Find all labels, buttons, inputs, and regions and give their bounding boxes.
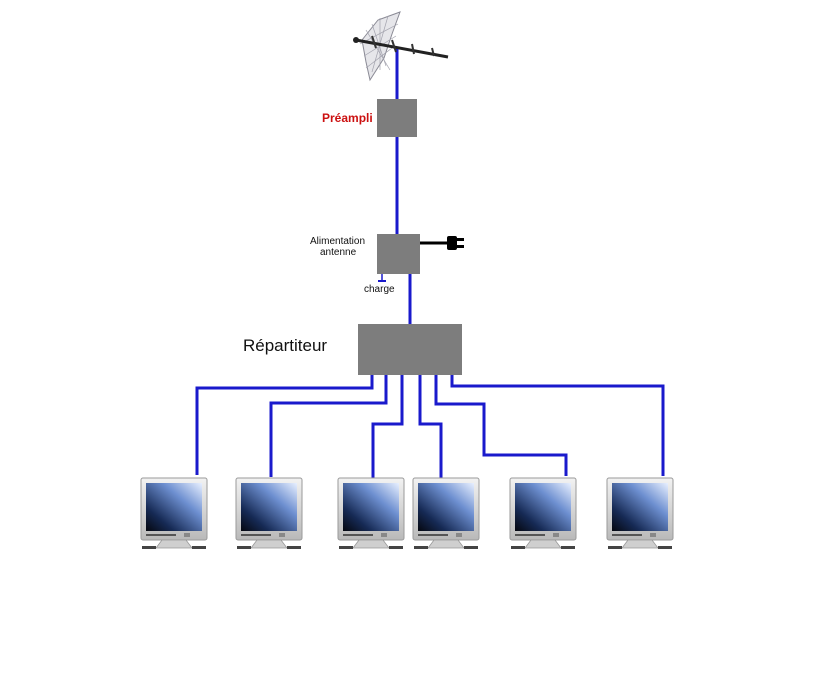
charge-load bbox=[378, 274, 386, 282]
tv-monitor-icon bbox=[140, 477, 208, 550]
preamp-box bbox=[377, 99, 417, 137]
tv-monitor-icon bbox=[606, 477, 674, 550]
cable-tv-5 bbox=[434, 375, 568, 476]
splitter-box bbox=[358, 324, 462, 375]
charge-label: charge bbox=[364, 284, 395, 295]
cables bbox=[195, 48, 665, 480]
power-plug-icon bbox=[420, 236, 464, 250]
cable-tv-6 bbox=[450, 375, 665, 476]
cable-tv-1 bbox=[195, 375, 374, 475]
antenna-icon bbox=[353, 11, 449, 82]
tv-monitor-icon bbox=[412, 477, 480, 550]
power-supply-label-line1: Alimentation bbox=[310, 236, 365, 247]
preamp-label: Préampli bbox=[322, 111, 373, 125]
tv-monitor-icon bbox=[235, 477, 303, 550]
cable-tv-4 bbox=[418, 375, 443, 480]
tv-monitor-icon bbox=[509, 477, 577, 550]
power-supply-label-line2: antenne bbox=[320, 247, 357, 258]
cable-tv-2 bbox=[269, 375, 388, 477]
power-supply-box bbox=[377, 234, 420, 274]
tvs bbox=[140, 477, 674, 550]
tv-monitor-icon bbox=[337, 477, 405, 550]
cable-tv-3 bbox=[371, 375, 404, 480]
splitter-label: Répartiteur bbox=[243, 336, 327, 355]
